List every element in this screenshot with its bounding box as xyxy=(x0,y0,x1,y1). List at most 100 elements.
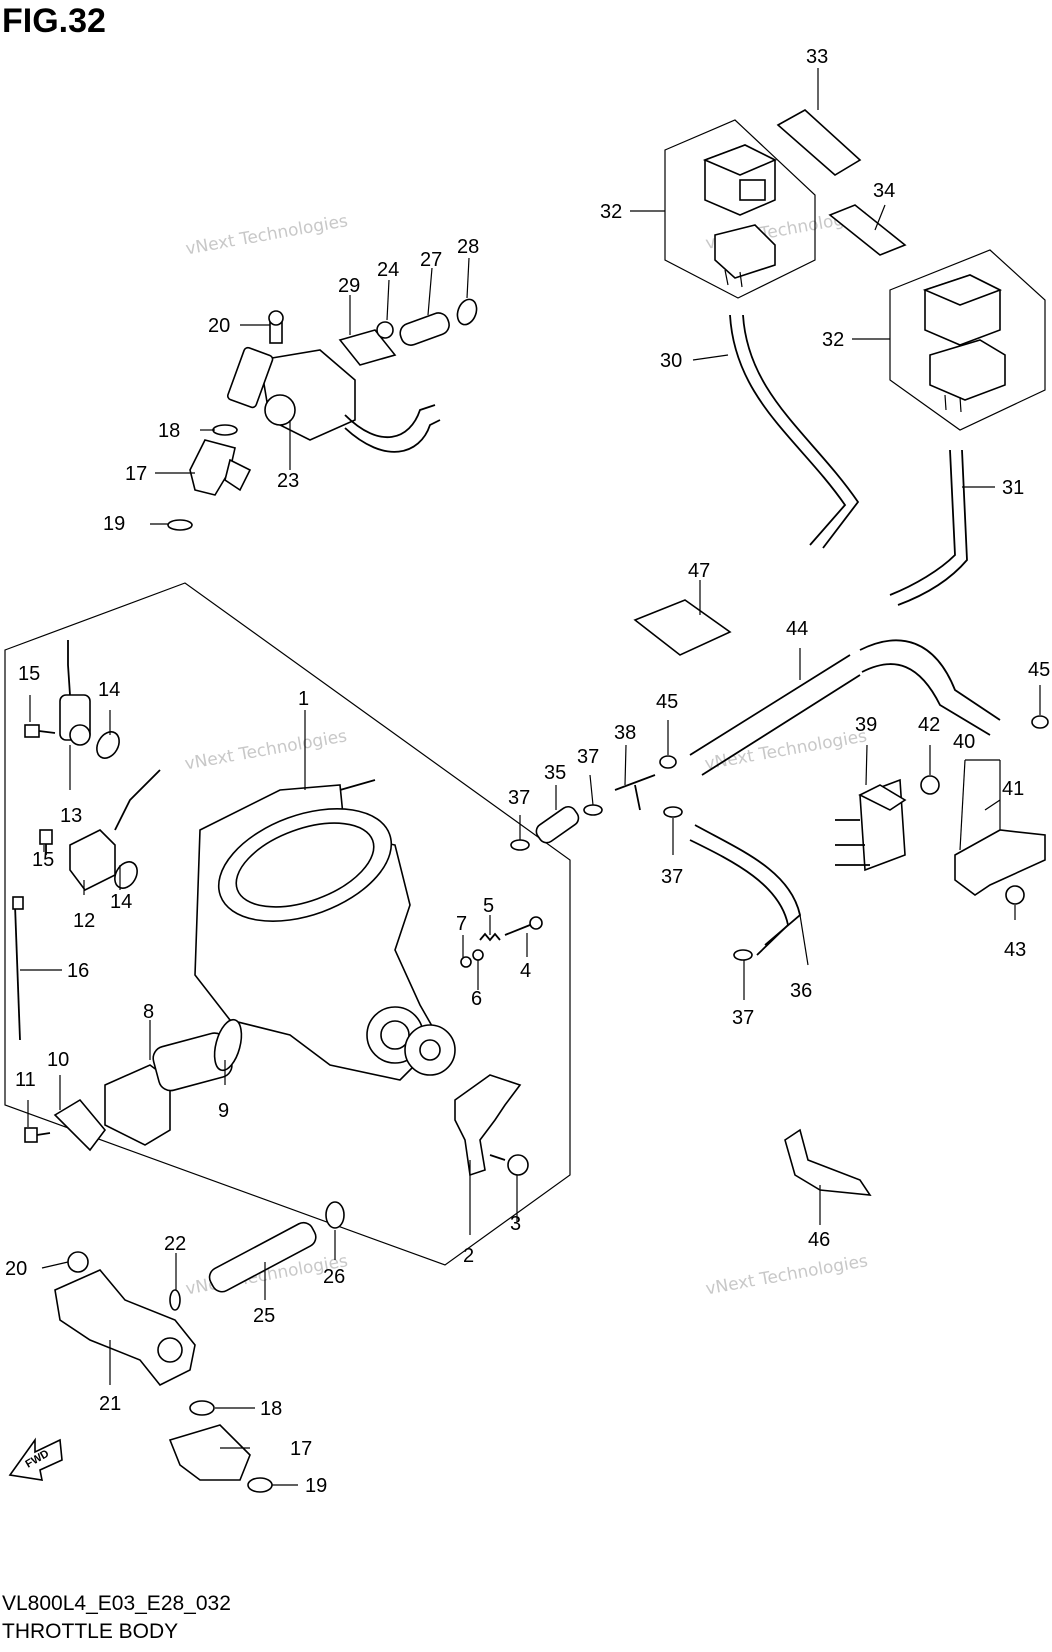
callout-5: 5 xyxy=(483,895,494,917)
callout-43: 43 xyxy=(1004,939,1026,961)
washer-7 xyxy=(460,956,472,968)
callout-45a: 45 xyxy=(656,691,678,713)
callout-39: 39 xyxy=(855,714,877,736)
cable-tie-16 xyxy=(14,904,21,1041)
o-ring-19a xyxy=(167,519,193,531)
clamp-37b xyxy=(583,804,603,816)
delivery-pipe-21 xyxy=(54,1269,196,1387)
bracket-40 xyxy=(954,829,1046,896)
watermark-text: vNext Technologies xyxy=(184,211,349,259)
watermark-group: vNext Technologies xyxy=(184,211,349,259)
relay-unit-2 xyxy=(922,274,1006,413)
callout-37d: 37 xyxy=(732,1007,754,1029)
bracket-46 xyxy=(784,1128,872,1196)
delivery-pipe-23 xyxy=(259,349,441,453)
callout-9: 9 xyxy=(218,1100,229,1122)
callout-16: 16 xyxy=(67,960,89,982)
clamp-37a xyxy=(510,839,530,851)
screw-15b xyxy=(39,829,53,855)
hose-30-outline xyxy=(742,314,860,549)
callout-32b: 32 xyxy=(822,329,844,351)
relay-unit-1 xyxy=(702,144,777,288)
callout-42: 42 xyxy=(918,714,940,736)
callout-24: 24 xyxy=(377,259,399,281)
callout-27: 27 xyxy=(420,249,442,271)
callout-45b: 45 xyxy=(1028,659,1050,681)
clamp-37d xyxy=(733,949,753,961)
watermark-group: vNext Technologies xyxy=(703,726,868,774)
o-ring-22 xyxy=(169,1289,181,1311)
spring-5 xyxy=(479,932,501,942)
callout-26: 26 xyxy=(323,1266,345,1288)
nut-43 xyxy=(1005,885,1025,905)
watermark-text: vNext Technologies xyxy=(704,1251,869,1299)
callout-1: 1 xyxy=(298,688,309,710)
callout-labels: 1 2 3 4 5 6 7 8 9 10 11 12 13 14 14 15 1… xyxy=(5,46,1050,1497)
clamp-37c xyxy=(663,806,683,818)
fwd-arrow: FWD xyxy=(8,1437,63,1481)
callout-30: 30 xyxy=(660,350,682,372)
callout-10: 10 xyxy=(47,1049,69,1071)
callout-41: 41 xyxy=(1002,778,1024,800)
throttle-body-enclosure xyxy=(4,582,571,1266)
callout-15a: 15 xyxy=(18,663,40,685)
callout-36: 36 xyxy=(790,980,812,1002)
hose-44-bend xyxy=(859,639,1001,721)
o-ring-9 xyxy=(213,1018,243,1072)
callout-32a: 32 xyxy=(600,201,622,223)
screw-11 xyxy=(24,1127,51,1143)
callout-37b: 37 xyxy=(577,746,599,768)
hose-31-outline xyxy=(897,449,968,606)
o-ring-26 xyxy=(325,1201,345,1229)
callout-19b: 19 xyxy=(305,1475,327,1497)
callout-34: 34 xyxy=(873,180,895,202)
throttle-body-1 xyxy=(194,779,456,1081)
bolt-24 xyxy=(376,321,394,339)
injector-connector xyxy=(226,346,274,409)
callout-37c: 37 xyxy=(661,866,683,888)
clamp-45a xyxy=(659,755,677,769)
callout-7: 7 xyxy=(456,913,467,935)
bolt-42 xyxy=(920,775,940,795)
watermark-group: vNext Technologies xyxy=(704,1251,869,1299)
callout-37a: 37 xyxy=(508,787,530,809)
model-code: VL800L4_E03_E28_032 xyxy=(2,1592,231,1615)
callout-14b: 14 xyxy=(110,891,132,913)
callout-28: 28 xyxy=(457,236,479,258)
bracket-34 xyxy=(828,204,907,256)
callout-17a: 17 xyxy=(125,463,147,485)
hose-30 xyxy=(729,314,847,546)
hose-44-outline xyxy=(701,674,861,776)
callout-20a: 20 xyxy=(208,315,230,337)
callout-25: 25 xyxy=(253,1305,275,1327)
bracket-2 xyxy=(454,1074,522,1177)
callout-14a: 14 xyxy=(98,679,120,701)
callout-3: 3 xyxy=(510,1213,521,1235)
callout-18a: 18 xyxy=(158,420,180,442)
hose-31 xyxy=(889,449,956,596)
callout-13: 13 xyxy=(60,805,82,827)
injector-17b xyxy=(168,1424,251,1481)
callout-6: 6 xyxy=(471,988,482,1010)
sensor-12 xyxy=(69,769,161,892)
fitting-25 xyxy=(208,1221,317,1293)
o-ring-18b xyxy=(189,1400,215,1416)
hose-36-outline xyxy=(689,839,789,956)
callout-4: 4 xyxy=(520,960,531,982)
o-ring-14a xyxy=(96,731,120,759)
hose-35 xyxy=(535,805,580,844)
screw-20a xyxy=(268,310,284,344)
plate-29 xyxy=(338,329,397,366)
callout-21: 21 xyxy=(99,1393,121,1415)
screw-3 xyxy=(489,1154,529,1176)
relay-box-2 xyxy=(889,249,1046,431)
label-sticker-47 xyxy=(633,599,732,656)
washer-6 xyxy=(472,949,484,961)
callout-22: 22 xyxy=(164,1233,186,1255)
clamp-45b xyxy=(1031,715,1049,729)
callout-8: 8 xyxy=(143,1001,154,1023)
figure-caption: THROTTLE BODY xyxy=(2,1620,179,1643)
watermark-text: vNext Technologies xyxy=(703,726,868,774)
fitting-27 xyxy=(399,312,450,346)
callout-12: 12 xyxy=(73,910,95,932)
